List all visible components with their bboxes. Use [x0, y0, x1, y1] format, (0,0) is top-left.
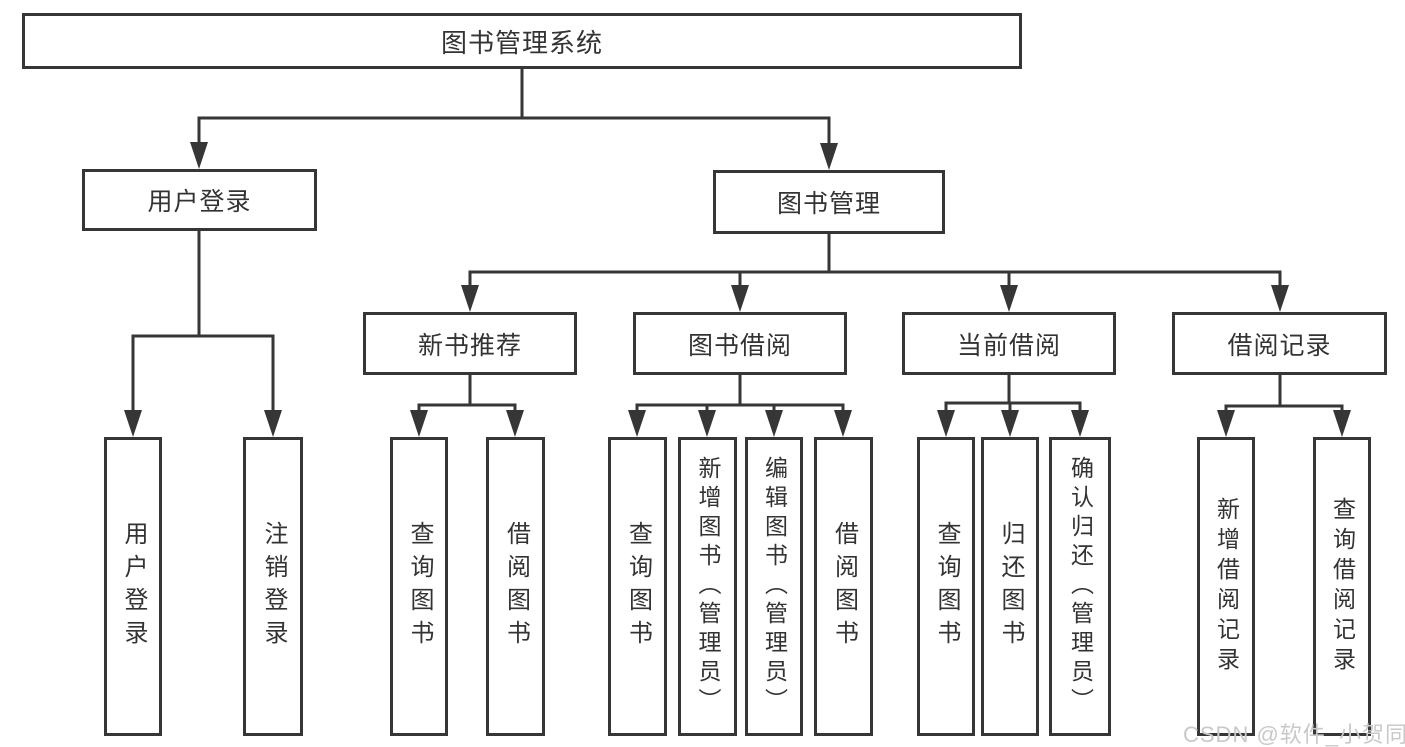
node-book-management: 图书管理 [713, 170, 945, 234]
node-current-borrow: 当前借阅 [902, 312, 1116, 375]
leaf-add-books-admin-label: 新增图书（管理员） [695, 456, 721, 717]
node-root: 图书管理系统 [22, 13, 1022, 69]
leaf-user-login: 用户登录 [104, 437, 162, 736]
new-book-connector [417, 373, 517, 416]
leaf-current-query-books-label: 查询图书 [933, 520, 960, 653]
node-current-borrow-label: 当前借阅 [956, 331, 1061, 360]
leaf-logout: 注销登录 [243, 437, 303, 736]
leaf-add-borrow-record-label: 新增借阅记录 [1213, 496, 1240, 677]
current-borrow-connector [944, 373, 1082, 416]
node-book-management-label: 图书管理 [776, 190, 881, 218]
leaf-borrow-query-books-label: 查询图书 [624, 520, 652, 653]
book-borrow-connector [635, 373, 845, 416]
leaf-query-borrow-record-label: 查询借阅记录 [1329, 496, 1356, 677]
leaf-return-books-label: 归还图书 [997, 520, 1024, 653]
node-book-borrow-label: 图书借阅 [687, 331, 792, 360]
node-user-login: 用户登录 [82, 169, 317, 231]
leaf-logout-label: 注销登录 [260, 520, 287, 653]
leaf-recommend-query-books: 查询图书 [390, 437, 448, 736]
leaf-confirm-return-admin-label: 确认归还（管理员） [1067, 456, 1094, 717]
leaf-add-books-admin: 新增图书（管理员） [678, 437, 737, 736]
leaf-recommend-borrow-books-label: 借阅图书 [502, 520, 530, 653]
leaf-borrow-books: 借阅图书 [814, 437, 873, 736]
arrowheads [124, 142, 1351, 437]
borrow-records-connector [1224, 373, 1344, 416]
root-connector [197, 67, 831, 149]
csdn-watermark: CSDN @软件_小贺同学 [1183, 722, 1405, 747]
leaf-user-login-label: 用户登录 [120, 520, 147, 653]
leaf-edit-books-admin-label: 编辑图书（管理员） [761, 456, 788, 717]
leaf-current-query-books: 查询图书 [917, 437, 975, 736]
leaf-return-books: 归还图书 [981, 437, 1039, 736]
leaf-edit-books-admin: 编辑图书（管理员） [745, 437, 803, 736]
leaf-confirm-return-admin: 确认归还（管理员） [1049, 437, 1111, 736]
node-borrow-records: 借阅记录 [1172, 312, 1387, 375]
node-new-book-recommend-label: 新书推荐 [417, 331, 522, 360]
book-management-connector [468, 232, 1282, 291]
node-user-login-label: 用户登录 [147, 188, 252, 216]
node-book-borrow: 图书借阅 [633, 312, 847, 375]
node-borrow-records-label: 借阅记录 [1227, 331, 1332, 360]
leaf-add-borrow-record: 新增借阅记录 [1197, 437, 1255, 736]
leaf-borrow-query-books: 查询图书 [608, 437, 667, 736]
leaf-recommend-query-books-label: 查询图书 [406, 520, 433, 653]
user-login-connector [131, 229, 275, 416]
leaf-borrow-books-label: 借阅图书 [830, 520, 858, 653]
leaf-query-borrow-record: 查询借阅记录 [1313, 437, 1371, 736]
node-root-label: 图书管理系统 [440, 27, 603, 58]
leaf-recommend-borrow-books: 借阅图书 [486, 437, 545, 736]
node-new-book-recommend: 新书推荐 [363, 312, 577, 375]
